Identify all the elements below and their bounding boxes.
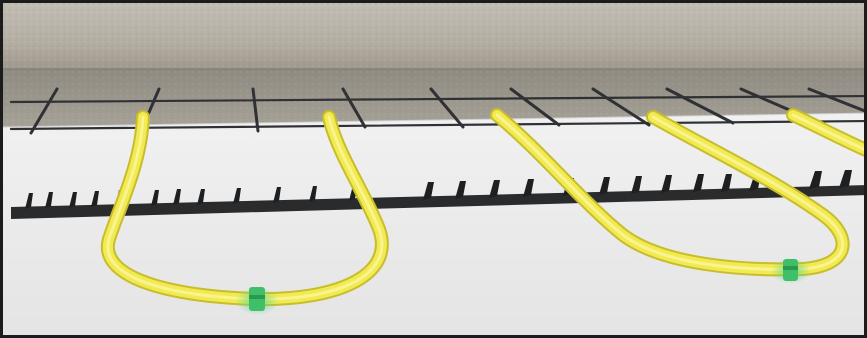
pipe-clip-2 xyxy=(771,258,811,284)
screed-layer xyxy=(3,3,864,127)
clip-rail xyxy=(11,170,864,219)
underfloor-heating-scene xyxy=(3,3,864,335)
pipe-clip-1 xyxy=(235,287,279,315)
heating-pipe-loop-3 xyxy=(786,108,864,157)
